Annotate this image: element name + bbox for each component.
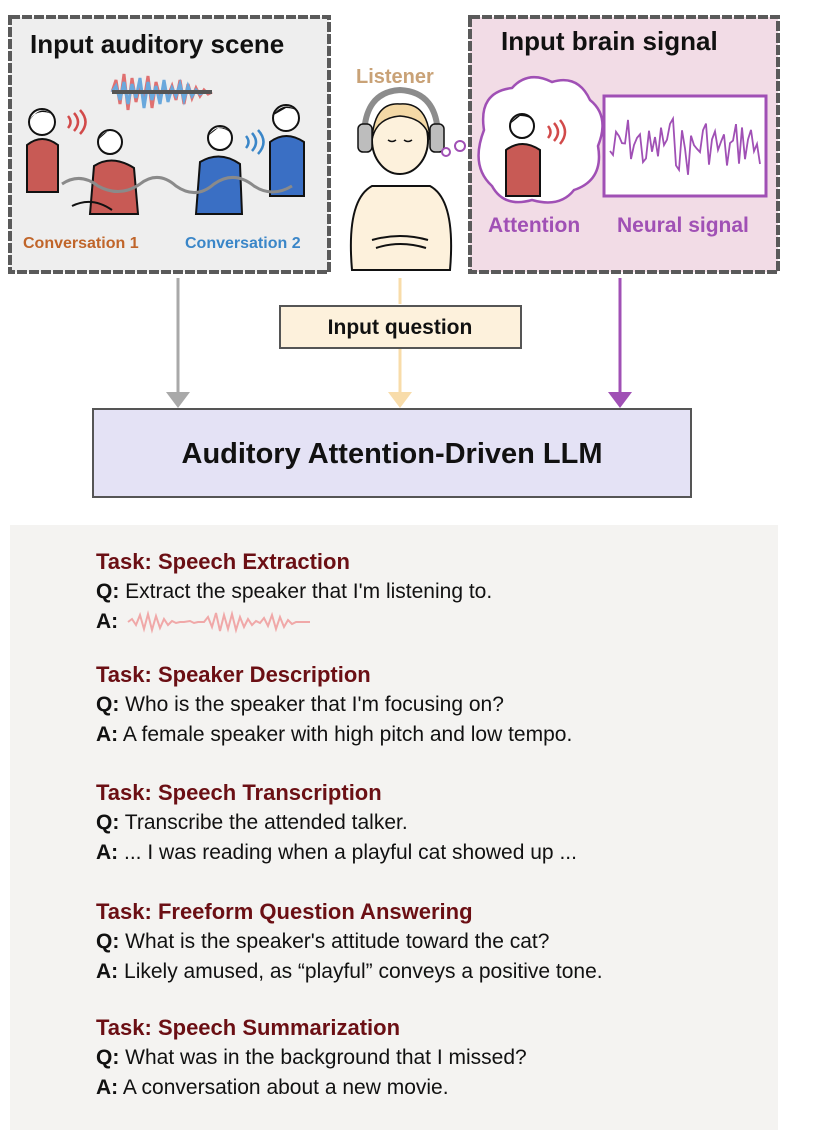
task-title: Task: Speech Extraction	[96, 549, 350, 574]
tasks-panel: Task: Speech Extraction Q: Extract the s…	[10, 525, 778, 1130]
task-answer: A: A conversation about a new movie.	[96, 1073, 527, 1103]
question-text: What was in the background that I missed…	[125, 1046, 527, 1069]
auditory-scene-title: Input auditory scene	[30, 29, 284, 59]
answer-prefix: A:	[96, 841, 119, 864]
extracted-speech-waveform-icon	[127, 610, 311, 634]
task-question: Q: What is the speaker's attitude toward…	[96, 927, 603, 957]
listener-label: Listener	[356, 66, 434, 88]
task-speaker-description: Task: Speaker Description Q: Who is the …	[96, 660, 572, 750]
question-prefix: Q:	[96, 580, 120, 603]
answer-prefix: A:	[96, 1076, 119, 1099]
task-speech-summarization: Task: Speech Summarization Q: What was i…	[96, 1013, 527, 1103]
task-title: Task: Speech Summarization	[96, 1015, 401, 1040]
attention-thought-bubble	[477, 75, 604, 204]
task-speech-extraction: Task: Speech Extraction Q: Extract the s…	[96, 547, 492, 637]
llm-box: Auditory Attention-Driven LLM	[92, 408, 692, 498]
task-question: Q: Extract the speaker that I'm listenin…	[96, 577, 492, 607]
task-title: Task: Speech Transcription	[96, 780, 382, 805]
answer-prefix: A:	[96, 723, 119, 746]
neural-signal-plot	[602, 94, 768, 198]
llm-label: Auditory Attention-Driven LLM	[182, 438, 603, 470]
neural-signal-label: Neural signal	[617, 214, 749, 237]
answer-text: A female speaker with high pitch and low…	[122, 723, 573, 746]
task-question: Q: What was in the background that I mis…	[96, 1043, 527, 1073]
conversation-2-figures-icon	[194, 104, 305, 215]
task-answer: A: A female speaker with high pitch and …	[96, 720, 572, 750]
pipeline-diagram: Input auditory scene	[8, 15, 780, 498]
task-answer: A: Likely amused, as “playful” conveys a…	[96, 957, 603, 987]
attended-speaker-icon	[505, 113, 567, 197]
task-question: Q: Transcribe the attended talker.	[96, 808, 577, 838]
answer-text: Likely amused, as “playful” conveys a po…	[124, 960, 603, 983]
task-title: Task: Freeform Question Answering	[96, 899, 473, 924]
conversation-1-label: Conversation 1	[23, 235, 139, 252]
question-prefix: Q:	[96, 930, 120, 953]
question-text: Who is the speaker that I'm focusing on?	[125, 693, 504, 716]
attention-label: Attention	[488, 214, 580, 237]
answer-prefix: A:	[96, 960, 119, 983]
task-title: Task: Speaker Description	[96, 662, 371, 687]
task-speech-transcription: Task: Speech Transcription Q: Transcribe…	[96, 778, 577, 868]
listener-figure: Listener	[349, 66, 466, 271]
neural-signal-trace	[609, 115, 761, 175]
input-question-label: Input question	[328, 316, 473, 339]
answer-prefix: A:	[96, 610, 119, 633]
brain-signal-title: Input brain signal	[501, 26, 718, 56]
input-question-box: Input question	[279, 305, 522, 349]
task-answer: A: ... I was reading when a playful cat …	[96, 838, 577, 868]
question-prefix: Q:	[96, 693, 120, 716]
conversation-1-figures-icon	[26, 108, 140, 215]
question-text: What is the speaker's attitude toward th…	[125, 930, 550, 953]
answer-text: A conversation about a new movie.	[122, 1076, 449, 1099]
mixed-waveform-icon	[110, 73, 213, 111]
question-prefix: Q:	[96, 1046, 120, 1069]
question-text: Transcribe the attended talker.	[124, 811, 408, 834]
conversation-2-label: Conversation 2	[185, 235, 301, 252]
brain-signal-panel: Input brain signal Attention Neural sign…	[468, 15, 780, 274]
listener-icon	[349, 86, 466, 271]
flow-arrows	[166, 278, 632, 408]
question-prefix: Q:	[96, 811, 120, 834]
question-text: Extract the speaker that I'm listening t…	[125, 580, 493, 603]
auditory-scene-panel: Input auditory scene	[8, 15, 331, 274]
task-question: Q: Who is the speaker that I'm focusing …	[96, 690, 572, 720]
task-answer: A:	[96, 607, 492, 637]
task-freeform-qa: Task: Freeform Question Answering Q: Wha…	[96, 897, 603, 987]
answer-text: ... I was reading when a playful cat sho…	[124, 841, 577, 864]
